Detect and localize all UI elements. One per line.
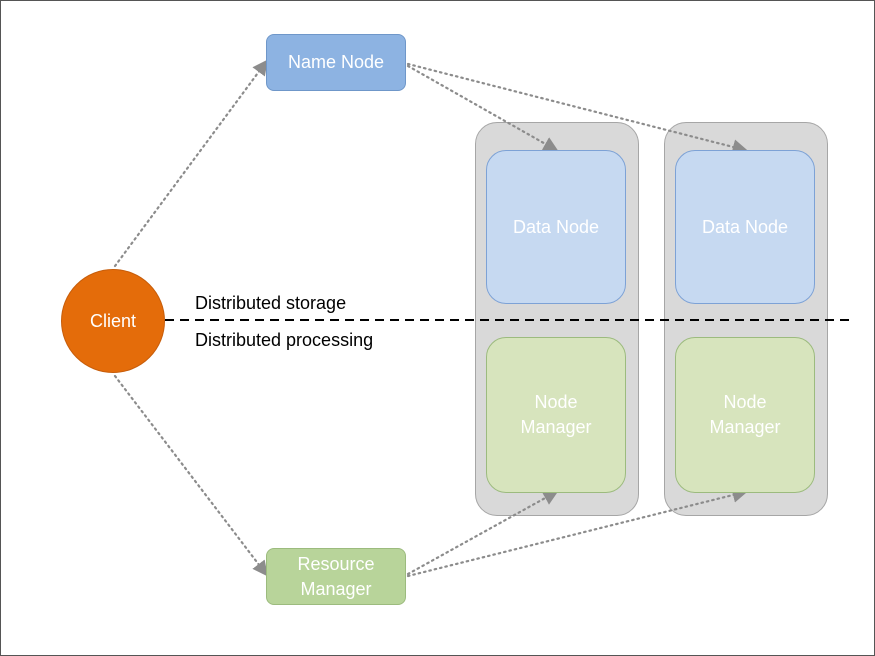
name-node: Name Node xyxy=(266,34,406,91)
distributed-storage-label: Distributed storage xyxy=(195,293,347,313)
data-node-1: Data Node xyxy=(486,150,626,304)
distributed-processing-label: Distributed processing xyxy=(195,330,374,350)
resource-manager: Resource Manager xyxy=(266,548,406,605)
node-manager-2: Node Manager xyxy=(675,337,815,493)
node-manager-1: Node Manager xyxy=(486,337,626,493)
data-node-2: Data Node xyxy=(675,150,815,304)
client-node: Client xyxy=(61,269,165,373)
